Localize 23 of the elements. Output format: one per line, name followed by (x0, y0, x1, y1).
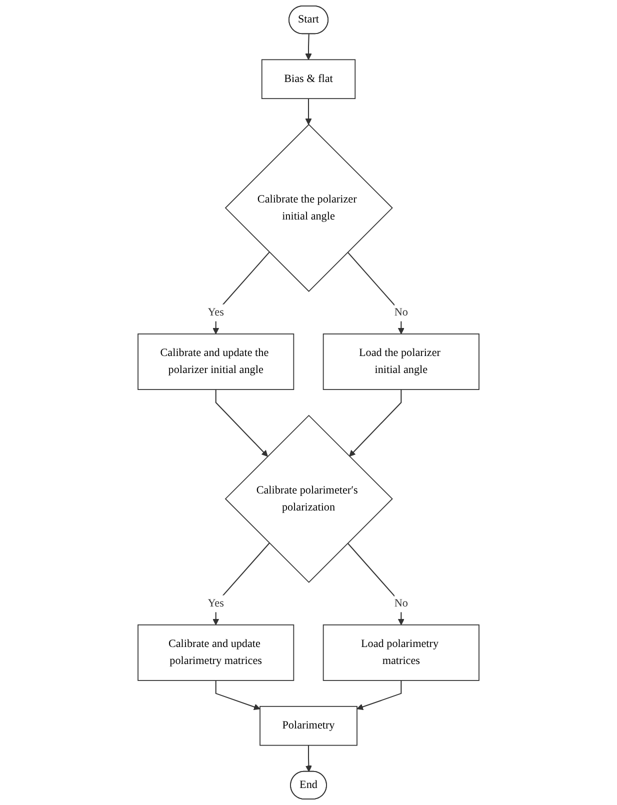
arrow (349, 390, 402, 457)
arrow (215, 680, 260, 710)
node-diamond: Calibrate the polarizer initial angle (224, 124, 393, 292)
node-box: Calibrate and update the polarizer initial angle (138, 334, 294, 390)
node-box: Calibrate and update polarimetry matrices (138, 624, 294, 681)
arrow (347, 252, 404, 334)
edge-label: Yes (208, 597, 224, 610)
node-box: Polarimetry (260, 706, 358, 746)
arrow (212, 542, 270, 626)
arrow (212, 252, 270, 334)
node-diamond: Calibrate polarimeter′s polarization (224, 414, 393, 583)
arrow (305, 98, 312, 125)
node-box: Load polarimetry matrices (322, 624, 480, 681)
edge-label: No (394, 306, 408, 318)
arrow (305, 34, 312, 60)
edge-label: Yes (208, 306, 224, 318)
node-box: Bias & flat (261, 59, 356, 100)
node-box: Load the polarizer initial angle (322, 334, 480, 390)
arrow (215, 390, 268, 457)
arrow (347, 542, 404, 626)
arrow (305, 745, 312, 772)
arrow (356, 680, 402, 710)
edge-label: No (394, 597, 408, 610)
